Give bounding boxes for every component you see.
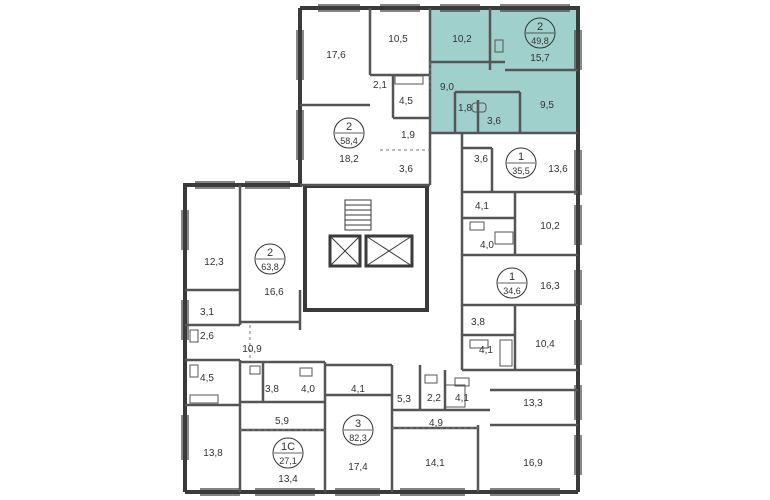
- room-area-label: 10,2: [452, 34, 472, 45]
- apartment-area: 35,5: [512, 166, 530, 176]
- room-area-label: 5,3: [397, 394, 411, 405]
- room-area-label: 13,3: [523, 398, 543, 409]
- zone-separators: [240, 62, 478, 431]
- room-area-label: 2,6: [200, 331, 214, 342]
- room-area-label: 4,0: [480, 240, 494, 251]
- apartment-area: 34,6: [503, 286, 521, 296]
- apartment-rooms: 1: [509, 271, 515, 283]
- apartment-marker[interactable]: 1С 27,1: [272, 437, 304, 469]
- room-area-label: 10,5: [388, 34, 408, 45]
- apartment-area: 58,4: [340, 136, 358, 146]
- room-area-label: 4,1: [479, 345, 493, 356]
- room-labels: 17,6 10,5 10,2 15,7 9,0 1,8 3,6 9,5 2,1 …: [200, 34, 568, 485]
- room-area-label: 16,3: [540, 281, 560, 292]
- room-area-label: 3,1: [200, 307, 214, 318]
- apartment-marker[interactable]: 1 34,6: [496, 267, 528, 299]
- apartment-rooms: 2: [537, 21, 543, 33]
- room-area-label: 4,5: [200, 373, 214, 384]
- room-area-label: 9,5: [540, 100, 554, 111]
- room-area-label: 18,2: [339, 154, 359, 165]
- room-area-label: 4,5: [399, 96, 413, 107]
- room-area-label: 3,6: [399, 164, 413, 175]
- apartment-marker[interactable]: 2 58,4: [333, 117, 365, 149]
- apartment-rooms: 1: [518, 151, 524, 163]
- room-area-label: 13,4: [278, 474, 298, 485]
- windows: [181, 4, 582, 496]
- room-area-label: 4,9: [429, 418, 443, 429]
- apartment-area: 27,1: [279, 456, 297, 466]
- room-area-label: 1,9: [401, 130, 415, 141]
- room-area-label: 10,2: [540, 221, 560, 232]
- room-area-label: 3,6: [487, 116, 501, 127]
- room-area-label: 10,9: [242, 344, 262, 355]
- apartment-rooms: 1С: [281, 441, 295, 453]
- room-area-label: 16,9: [523, 458, 543, 469]
- room-area-label: 15,7: [530, 53, 550, 64]
- room-area-label: 17,4: [348, 462, 368, 473]
- apartment-marker[interactable]: 2 63,8: [254, 243, 286, 275]
- apartment-markers: 2 49,8 2 58,4 1 35,5 2 63,8: [254, 17, 556, 469]
- room-area-label: 4,1: [455, 393, 469, 404]
- room-area-label: 5,9: [275, 416, 289, 427]
- room-area-label: 3,8: [471, 317, 485, 328]
- room-area-label: 3,6: [474, 154, 488, 165]
- apartment-marker[interactable]: 1 35,5: [505, 147, 537, 179]
- apartment-rooms: 2: [346, 121, 352, 133]
- apartment-marker[interactable]: 3 82,3: [342, 414, 374, 446]
- apartment-area: 49,8: [531, 36, 549, 46]
- room-area-label: 1,8: [458, 103, 472, 114]
- room-area-label: 3,8: [265, 384, 279, 395]
- room-area-label: 14,1: [425, 458, 445, 469]
- room-area-label: 10,4: [535, 339, 555, 350]
- room-area-label: 9,0: [440, 82, 454, 93]
- room-area-label: 2,2: [427, 393, 441, 404]
- apartment-area: 82,3: [349, 433, 367, 443]
- room-area-label: 13,6: [548, 164, 568, 175]
- room-area-label: 4,1: [475, 201, 489, 212]
- room-area-label: 17,6: [326, 50, 346, 61]
- room-area-label: 4,0: [301, 384, 315, 395]
- stair-core: [303, 184, 429, 312]
- apartment-rooms: 3: [355, 418, 361, 430]
- room-area-label: 2,1: [373, 80, 387, 91]
- apartment-marker[interactable]: 2 49,8: [524, 17, 556, 49]
- room-area-label: 16,6: [264, 287, 284, 298]
- room-area-label: 12,3: [204, 257, 224, 268]
- sanitary-fixtures: [189, 39, 514, 408]
- apartment-rooms: 2: [267, 247, 273, 259]
- room-area-label: 13,8: [203, 448, 223, 459]
- apartment-area: 63,8: [261, 262, 279, 272]
- room-area-label: 4,1: [351, 384, 365, 395]
